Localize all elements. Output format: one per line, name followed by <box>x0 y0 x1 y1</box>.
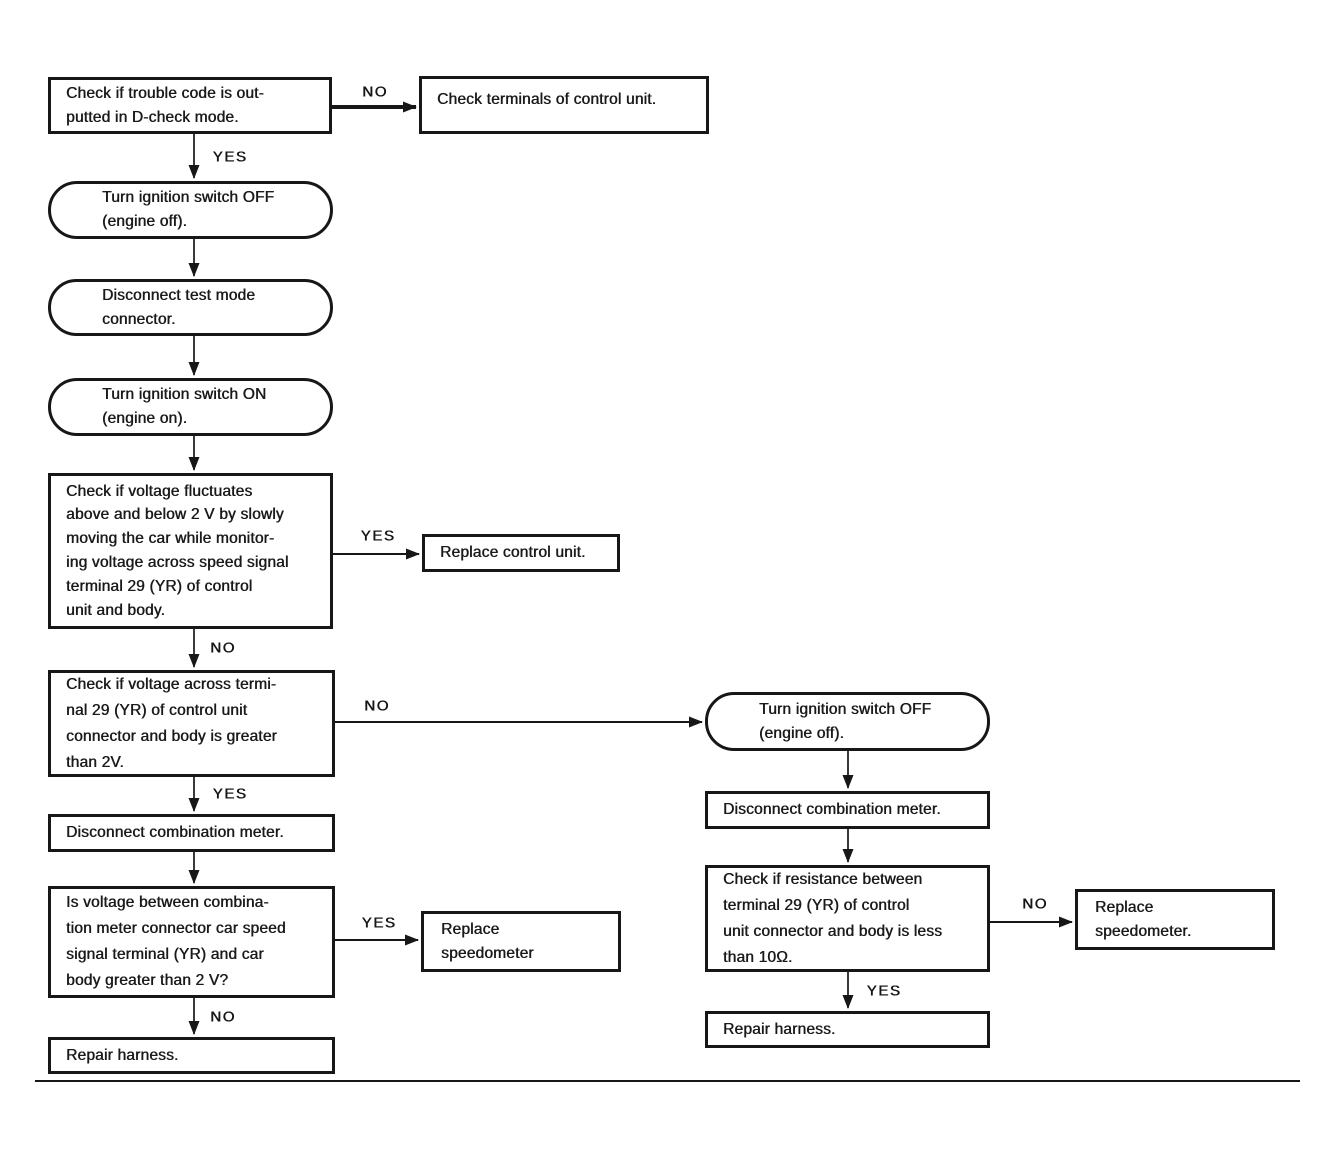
node-voltage-combination-meter-question: Is voltage between combina- tion meter c… <box>48 886 335 998</box>
node-text-line: (engine off). <box>102 213 188 230</box>
edge-label: YES <box>212 785 248 803</box>
node-replace-control-unit: Replace control unit. <box>422 534 620 572</box>
node-text-line: Replace control unit. <box>440 544 586 561</box>
node-text-line: Disconnect combination meter. <box>723 801 941 818</box>
node-text-line: moving the car while monitor- <box>66 530 275 548</box>
node-text-line: tion meter connector car speed <box>66 920 286 937</box>
edge-label: NO <box>362 83 388 101</box>
node-text-line: ing voltage across speed signal <box>66 554 289 571</box>
node-check-resistance: Check if resistance between terminal 29 … <box>705 865 990 972</box>
node-text-line: Replace <box>1095 898 1154 916</box>
node-disconnect-combination-meter-left: Disconnect combination meter. <box>48 814 335 852</box>
node-text-line: Check if trouble code is out- <box>66 84 264 102</box>
edge-label: YES <box>360 527 396 545</box>
node-text-line: Check if voltage fluctuates <box>66 482 253 500</box>
node-repair-harness-left: Repair harness. <box>48 1037 335 1074</box>
node-text-line: terminal 29 (YR) of control <box>66 577 253 595</box>
edge-label: NO <box>210 639 236 657</box>
node-text-line: Check if voltage across termi- <box>66 675 277 693</box>
node-text-line: unit connector and body is less <box>723 922 943 940</box>
node-check-voltage-fluctuates: Check if voltage fluctuates above and be… <box>48 473 333 629</box>
node-check-trouble-code: Check if trouble code is out- putted in … <box>48 77 332 134</box>
node-check-voltage-terminal29: Check if voltage across termi- nal 29 (Y… <box>48 670 335 777</box>
node-check-terminals: Check terminals of control unit. <box>419 76 709 134</box>
node-text-line: Repair harness. <box>723 1020 836 1038</box>
node-text-line: than 10Ω. <box>723 948 793 966</box>
node-disconnect-test-mode: Disconnect test mode connector. <box>48 279 333 336</box>
node-text-line: Turn ignition switch ON <box>102 386 267 403</box>
node-replace-speedometer-left: Replace speedometer <box>421 911 621 972</box>
edge-label: NO <box>210 1008 236 1026</box>
node-text-line: body greater than 2 V? <box>66 972 229 989</box>
node-text-line: than 2V. <box>66 753 124 771</box>
node-text-line: unit and body. <box>66 601 166 619</box>
node-text-line: nal 29 (YR) of control unit <box>66 701 248 719</box>
edge-label: YES <box>212 148 248 166</box>
node-text-line: connector and body is greater <box>66 727 277 745</box>
node-text-line: connector. <box>102 310 176 328</box>
node-text-line: (engine on). <box>102 410 188 427</box>
node-text-line: speedometer <box>441 944 534 962</box>
node-replace-speedometer-right: Replace speedometer. <box>1075 889 1275 950</box>
edge-label: NO <box>364 697 390 715</box>
node-text-line: Disconnect combination meter. <box>66 824 284 841</box>
node-text-line: Is voltage between combina- <box>66 894 269 911</box>
node-text-line: Turn ignition switch OFF <box>759 700 932 718</box>
node-text-line: above and below 2 V by slowly <box>66 506 284 524</box>
node-text-line: signal terminal (YR) and car <box>66 946 264 963</box>
node-ignition-off-2: Turn ignition switch OFF (engine off). <box>705 692 990 751</box>
node-ignition-off-1: Turn ignition switch OFF (engine off). <box>48 181 333 239</box>
node-disconnect-combination-meter-right: Disconnect combination meter. <box>705 791 990 829</box>
node-text-line: terminal 29 (YR) of control <box>723 896 910 914</box>
node-text-line: Turn ignition switch OFF <box>102 189 275 206</box>
node-text-line: Replace <box>441 920 500 938</box>
node-text-line: Check if resistance between <box>723 870 923 888</box>
node-text-line: Check terminals of control unit. <box>437 91 657 108</box>
node-ignition-on: Turn ignition switch ON (engine on). <box>48 378 333 436</box>
node-repair-harness-right: Repair harness. <box>705 1011 990 1048</box>
node-text-line: Disconnect test mode <box>102 286 256 304</box>
edge-label: YES <box>361 914 397 932</box>
node-text-line: speedometer. <box>1095 922 1192 940</box>
node-text-line: (engine off). <box>759 724 845 742</box>
edge-label: YES <box>866 982 902 1000</box>
node-text-line: Repair harness. <box>66 1046 179 1064</box>
edge-label: NO <box>1022 895 1048 913</box>
node-text-line: putted in D-check mode. <box>66 108 239 126</box>
